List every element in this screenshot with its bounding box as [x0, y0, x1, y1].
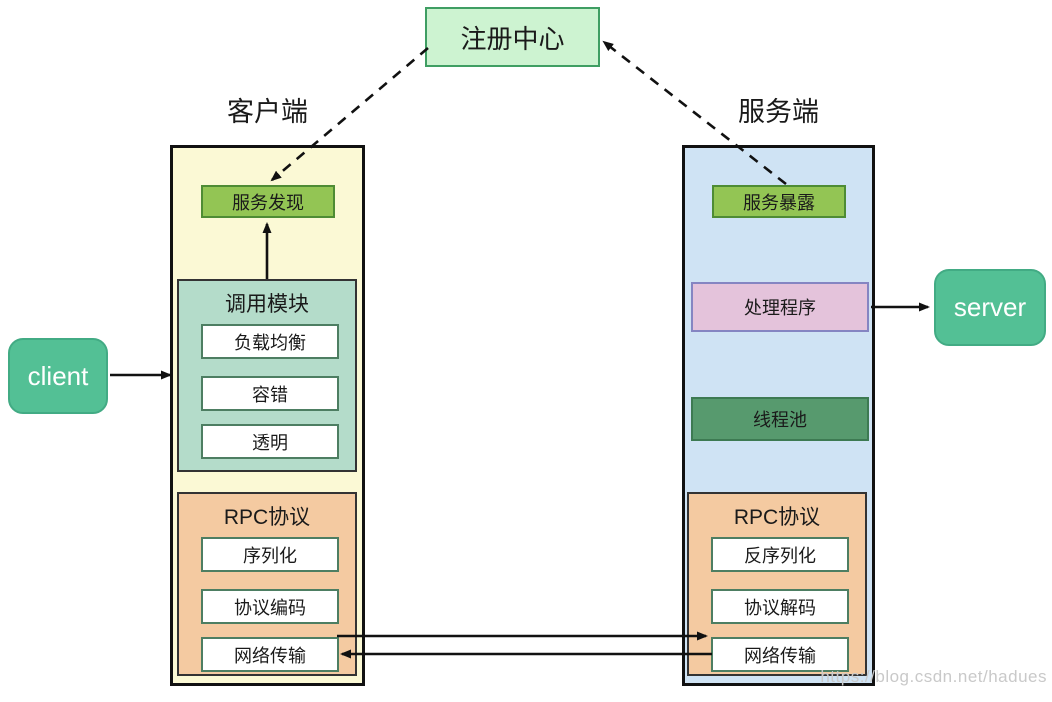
- handler-box: 处理程序: [691, 282, 869, 332]
- item-serialization: 序列化: [201, 537, 339, 572]
- thread-pool-box: 线程池: [691, 397, 869, 441]
- handler-label: 处理程序: [744, 298, 816, 318]
- server-node: server: [934, 269, 1046, 346]
- service-expose-chip: 服务暴露: [712, 185, 846, 218]
- server-node-label: server: [953, 292, 1027, 322]
- service-discovery-label: 服务发现: [232, 192, 304, 213]
- item-protocol-encode: 协议编码: [201, 589, 339, 624]
- invoke-module-title: 调用模块: [225, 293, 309, 316]
- item-protocol-decode: 协议解码: [711, 589, 849, 624]
- rpc-protocol-client-box: RPC协议 序列化 协议编码 网络传输: [177, 492, 357, 676]
- item-network-transport-client: 网络传输: [201, 637, 339, 672]
- item-fault-tolerance: 容错: [201, 376, 339, 411]
- item-load-balance: 负载均衡: [201, 324, 339, 359]
- client-node-label: client: [27, 360, 89, 391]
- service-discovery-chip: 服务发现: [201, 185, 335, 218]
- item-network-transport-server: 网络传输: [711, 637, 849, 672]
- registry-center-box: 注册中心: [425, 7, 600, 67]
- client-node: client: [8, 338, 108, 414]
- client-side-title: 客户端: [227, 96, 308, 127]
- item-deserialization: 反序列化: [711, 537, 849, 572]
- rpc-protocol-server-box: RPC协议 反序列化 协议解码 网络传输: [687, 492, 867, 676]
- rpc-protocol-client-title: RPC协议: [223, 506, 311, 529]
- thread-pool-label: 线程池: [753, 410, 807, 430]
- rpc-protocol-server-title: RPC协议: [733, 506, 821, 529]
- invoke-module-box: 调用模块 负载均衡 容错 透明: [177, 279, 357, 472]
- watermark: https://blog.csdn.net/hadues: [820, 667, 1047, 686]
- service-expose-label: 服务暴露: [743, 192, 815, 213]
- server-side-title: 服务端: [738, 96, 819, 127]
- registry-center-label: 注册中心: [460, 23, 565, 54]
- item-transparency: 透明: [201, 424, 339, 459]
